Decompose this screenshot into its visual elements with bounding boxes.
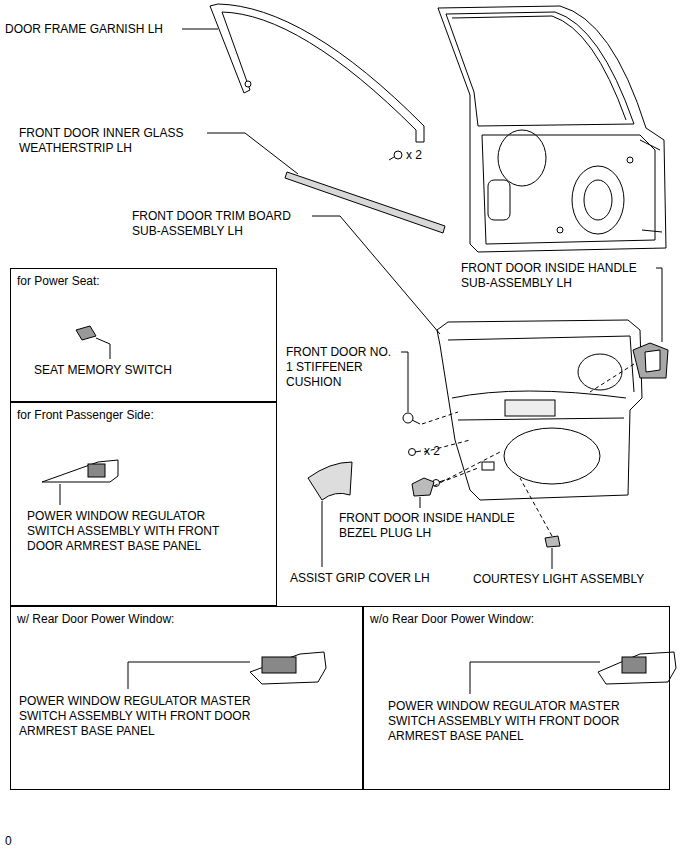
seat-memory-switch — [76, 326, 96, 340]
leader-line — [182, 29, 218, 30]
part-name: POWER WINDOW REGULATOR SWITCH ASSEMBLY W… — [27, 509, 245, 554]
part-name: POWER WINDOW REGULATOR MASTER SWITCH ASS… — [388, 699, 638, 744]
leader-line — [312, 216, 440, 334]
leader-line — [401, 352, 408, 412]
assist-grip-cover — [308, 462, 352, 500]
part-label: FRONT DOOR INSIDE HANDLE SUB-ASSEMBLY LH — [461, 261, 661, 291]
part-label: x 2 — [424, 444, 440, 459]
door-panel — [438, 6, 666, 252]
courtesy-light — [545, 536, 560, 547]
switch-buttons — [262, 657, 296, 673]
leader-line — [552, 548, 553, 569]
leader-line — [128, 662, 250, 689]
hinge — [640, 140, 662, 232]
part-name: POWER WINDOW REGULATOR MASTER SWITCH ASS… — [19, 694, 267, 739]
window-opening — [446, 12, 634, 126]
weatherstrip-shape — [285, 172, 445, 233]
part-label: DOOR FRAME GARNISH LH — [5, 22, 163, 37]
screw-shaft — [415, 451, 421, 452]
part-label: FRONT DOOR TRIM BOARD SUB-ASSEMBLY LH — [132, 209, 312, 239]
armrest-lower — [458, 418, 624, 420]
variant-box: for Power Seat: SEAT MEMORY SWITCH — [10, 268, 277, 402]
passenger-switch — [42, 460, 118, 482]
guide-line — [434, 452, 500, 486]
hole — [627, 157, 633, 163]
switch-opening — [505, 400, 555, 416]
handle-recess — [578, 354, 622, 390]
leader-line — [322, 501, 323, 567]
cushion-stem — [412, 420, 420, 424]
inner-panel — [482, 135, 655, 244]
part-label: COURTESY LIGHT ASSEMBLY — [473, 572, 644, 587]
trim-upper — [448, 336, 634, 392]
screw-group — [389, 151, 402, 160]
leader-line — [470, 662, 600, 694]
armrest — [452, 391, 626, 398]
garnish-tab — [245, 81, 251, 87]
part-label: 0 — [5, 834, 12, 849]
door-frame-garnish — [210, 4, 424, 142]
guide-line — [422, 412, 458, 424]
leader-line — [420, 497, 421, 508]
leader-line — [656, 268, 662, 342]
variant-box: for Front Passenger Side: POWER WINDOW RE… — [10, 402, 277, 606]
frame-inner — [452, 16, 626, 120]
switch-button — [88, 464, 105, 477]
master-switch — [598, 652, 676, 684]
pocket — [504, 428, 600, 484]
leader-line — [60, 484, 61, 505]
master-switch — [250, 652, 326, 684]
service-hole — [498, 130, 546, 186]
leader-line — [96, 338, 110, 359]
switch-assemblies — [42, 460, 676, 684]
part-label: FRONT DOOR NO. 1 STIFFENER CUSHION — [286, 345, 401, 390]
part-label: x 2 — [406, 148, 422, 163]
clip — [482, 462, 494, 470]
part-label: FRONT DOOR INNER GLASS WEATHERSTRIP LH — [19, 126, 219, 156]
screw — [409, 449, 416, 456]
guide-line — [520, 478, 552, 536]
variant-heading: w/o Rear Door Power Window: — [370, 612, 534, 627]
weatherstrip — [285, 172, 445, 233]
trim-board — [437, 320, 642, 500]
inside-handle — [633, 343, 668, 378]
guide-line — [447, 468, 478, 480]
garnish-shape — [210, 4, 424, 142]
dashed-guides — [422, 364, 634, 536]
door-outline — [438, 6, 666, 252]
stiffener-cushion — [403, 413, 413, 423]
part-label: ASSIST GRIP COVER LH — [290, 571, 430, 586]
service-hole — [488, 180, 510, 220]
screw-shaft — [389, 157, 394, 160]
part-label: FRONT DOOR INSIDE HANDLE BEZEL PLUG LH — [339, 511, 539, 541]
switch-buttons — [622, 657, 646, 673]
speaker-hole — [572, 166, 624, 234]
speaker-hole — [584, 180, 612, 220]
part-name: SEAT MEMORY SWITCH — [34, 363, 172, 378]
variant-heading: for Front Passenger Side: — [17, 408, 154, 423]
leader-line — [207, 133, 298, 174]
hole — [557, 227, 563, 233]
screw — [394, 151, 402, 159]
guide-line — [590, 364, 634, 392]
trim-outline — [437, 320, 642, 500]
variant-box: w/o Rear Door Power Window: POWER WINDOW … — [363, 606, 670, 790]
handle-shape — [633, 343, 668, 378]
variant-heading: w/ Rear Door Power Window: — [17, 612, 174, 627]
handle-lever — [645, 350, 660, 372]
variant-box: w/ Rear Door Power Window: POWER WINDOW R… — [10, 606, 363, 790]
variant-heading: for Power Seat: — [17, 274, 100, 289]
bezel-plug — [412, 478, 434, 496]
